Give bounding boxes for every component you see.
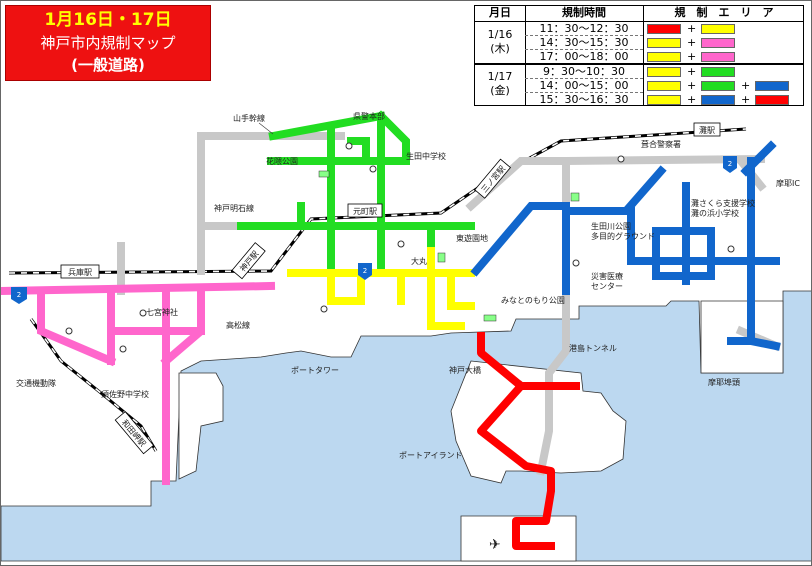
area-swatch-blue	[755, 81, 789, 91]
railway	[8, 127, 747, 452]
station-hyogo: 兵庫駅	[68, 267, 92, 277]
area-swatch-red	[647, 24, 681, 34]
slot-time: 14：00〜15：00	[539, 79, 629, 92]
label-ikuta-jhs: 生田中学校	[406, 151, 446, 161]
area-swatch-pink	[701, 38, 735, 48]
label-takamatsu: 高松線	[226, 320, 250, 330]
label-yamate: 山手幹線	[233, 113, 265, 123]
day1-date: 1/16	[487, 28, 513, 41]
station-nada: 灘駅	[699, 125, 715, 135]
label-kotsu-kido: 交通機動隊	[16, 378, 56, 388]
area-swatch-green	[701, 81, 735, 91]
svg-text:2: 2	[363, 267, 367, 275]
airplane-icon: ✈	[489, 537, 501, 553]
label-maya-ic: 摩耶IC	[776, 178, 800, 188]
red-area	[477, 332, 580, 550]
label-ikuta-river: 生田川公園多目的グラウンド	[591, 221, 655, 241]
blue-area	[470, 140, 781, 351]
label-hanakuma: 花隈公園	[266, 156, 298, 166]
plus-sign: +	[687, 50, 697, 63]
port-island	[450, 360, 627, 484]
label-police-hq: 県警本部	[353, 111, 385, 121]
slot-time: 15：30〜16：30	[539, 93, 629, 106]
area-swatch-green	[701, 67, 735, 77]
pink-area	[1, 281, 276, 485]
plus-sign: +	[687, 65, 697, 78]
svg-text:2: 2	[17, 291, 21, 299]
label-suzaki: 須佐野中学校	[101, 389, 149, 399]
day2-weekday: (金)	[490, 84, 510, 97]
plus-sign: +	[687, 79, 697, 92]
area-swatch-yellow	[647, 38, 681, 48]
area-swatch-blue	[701, 95, 735, 105]
header-date: 月日	[489, 6, 511, 19]
area-swatch-yellow	[701, 24, 735, 34]
day2-date: 1/17	[487, 70, 513, 83]
plus-sign: +	[687, 36, 697, 49]
slot-time: 14：30〜15：30	[539, 36, 629, 49]
area-swatch-yellow	[647, 95, 681, 105]
label-maya-wharf: 摩耶埠頭	[708, 377, 740, 387]
route2-badge-center: 2	[358, 263, 372, 280]
label-daimaru: 大丸	[411, 256, 427, 266]
label-tunnel: 港島トンネル	[569, 343, 617, 353]
label-fukiai: 葺合警察署	[641, 139, 681, 149]
area-swatch-pink	[701, 52, 735, 62]
area-swatch-yellow	[647, 52, 681, 62]
label-nada-school: 灘さくら支援学校灘の浜小学校	[691, 198, 755, 218]
label-disaster-center: 災害医療センター	[591, 271, 623, 291]
area-swatch-yellow	[647, 67, 681, 77]
slot-time: 17：00〜18：00	[539, 50, 629, 63]
plus-sign: +	[687, 93, 697, 106]
label-nanomiya: 七宮神社	[146, 307, 178, 317]
label-kobe-akashi: 神戸明石線	[214, 203, 254, 213]
day1-weekday: (木)	[490, 42, 510, 55]
title-dates: 1月16日・17日	[44, 10, 172, 30]
west-pier	[178, 372, 224, 480]
label-higashi-yuenchi: 東遊園地	[456, 233, 488, 243]
yellow-area	[287, 247, 475, 330]
plus-sign: +	[687, 22, 697, 35]
route2-badge-east: 2	[723, 156, 737, 173]
slot-time: 11：30〜12：30	[539, 22, 629, 35]
area-swatch-red	[755, 95, 789, 105]
schedule-table: 月日 規制時間 規 制 エ リ ア 1/16 (木) 1/17 (金) 11：3…	[474, 5, 804, 106]
title-main: 神戸市内規制マップ	[40, 34, 176, 52]
station-motomachi: 元町駅	[353, 207, 377, 216]
route2-badge-west: 2	[11, 287, 27, 304]
plus-sign: +	[741, 79, 751, 92]
map-title: 1月16日・17日 神戸市内規制マップ (一般道路)	[5, 5, 211, 81]
label-minatonomori: みなとのもり公園	[501, 296, 565, 305]
label-port-island: ポートアイランド	[399, 451, 463, 460]
plus-sign: +	[741, 93, 751, 106]
title-sub: (一般道路)	[71, 56, 145, 74]
header-area: 規 制 エ リ ア	[674, 6, 774, 19]
svg-text:2: 2	[728, 160, 732, 168]
slot-time: 9：30〜10：30	[543, 65, 625, 78]
label-kobe-ohashi: 神戸大橋	[449, 365, 481, 375]
header-time: 規制時間	[562, 6, 606, 19]
label-tower: ポートタワー	[291, 366, 339, 375]
area-swatch-yellow	[647, 81, 681, 91]
green-area	[237, 110, 475, 270]
